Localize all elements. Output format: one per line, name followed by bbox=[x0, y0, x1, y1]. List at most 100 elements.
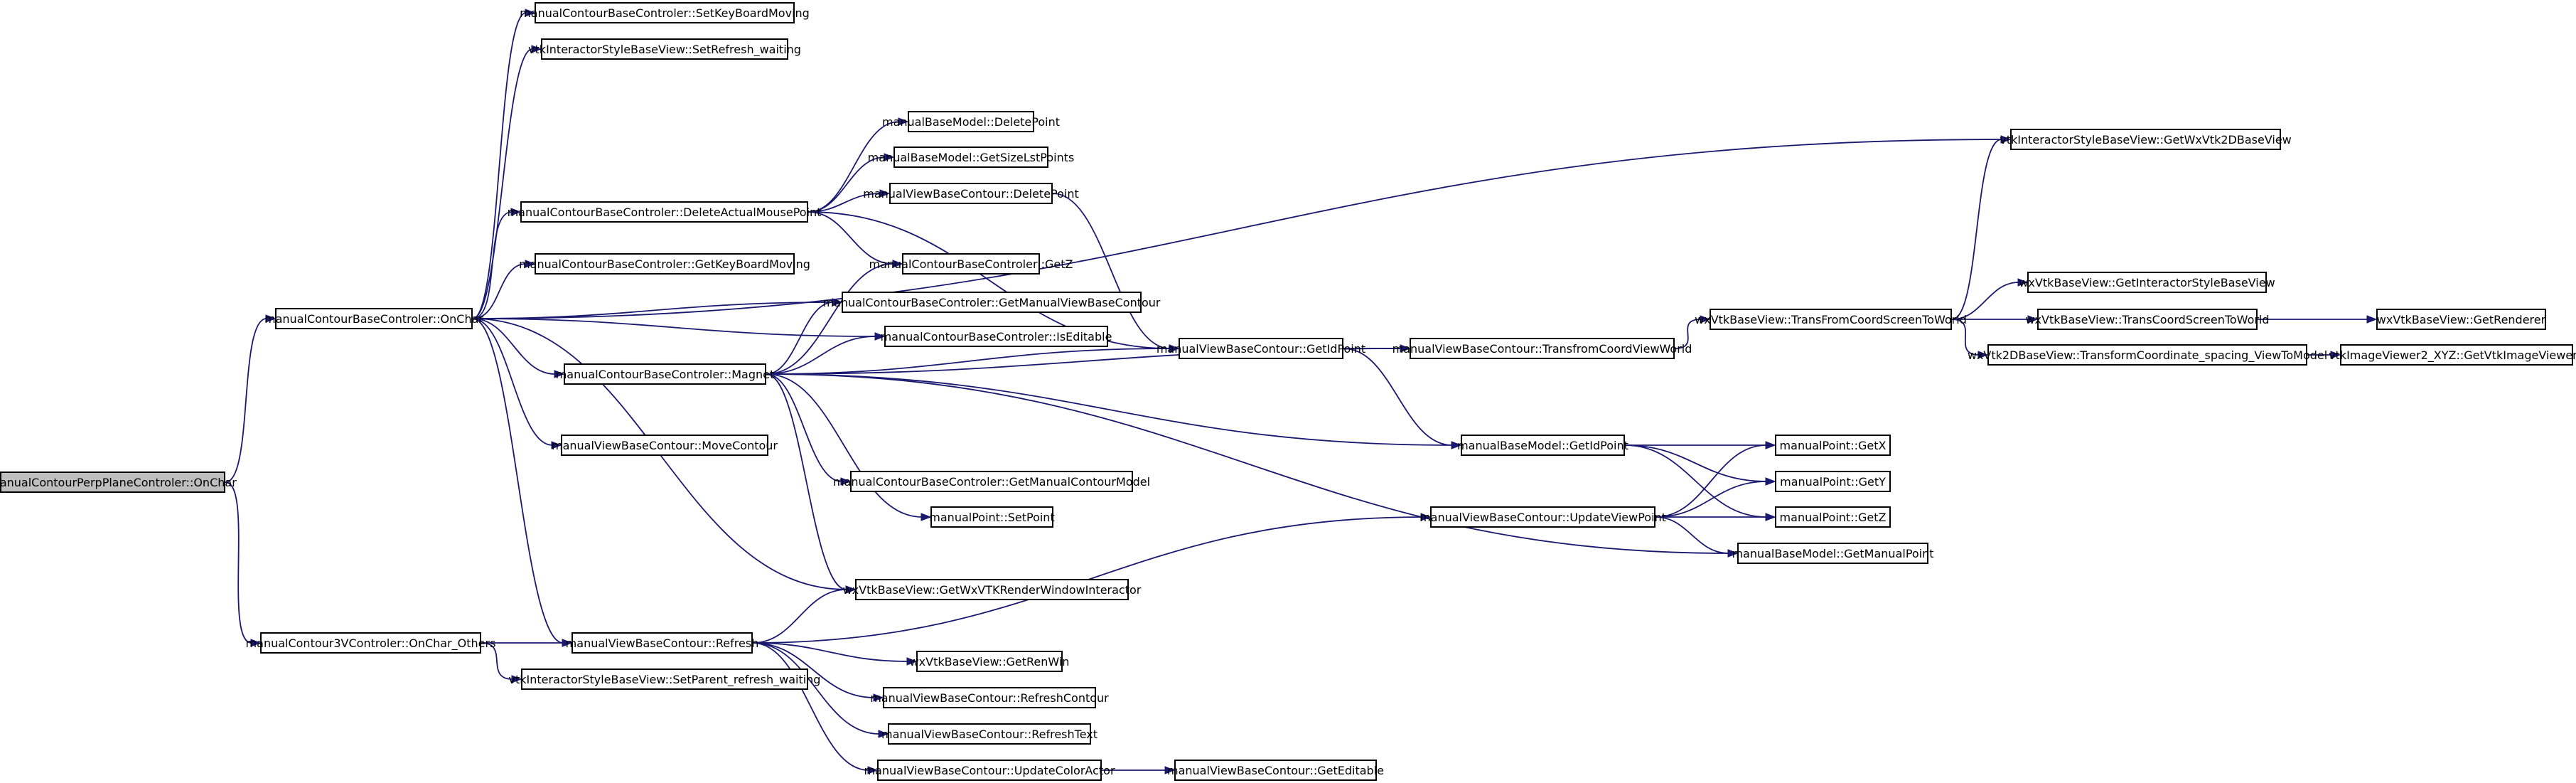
edge-n1-n5 bbox=[472, 135, 2012, 319]
arrow-head bbox=[1765, 513, 1776, 521]
edge-n9-n7 bbox=[807, 153, 895, 213]
arrow-head bbox=[1164, 766, 1176, 774]
arrow-head bbox=[562, 639, 573, 647]
edge-line bbox=[472, 211, 512, 319]
graph-node[interactable]: manualContourBaseControler::GetKeyBoardM… bbox=[519, 253, 810, 275]
arrow-head bbox=[1451, 441, 1462, 449]
edge-line bbox=[472, 263, 527, 319]
graph-node[interactable]: vtkInteractorStyleBaseView::GetWxVtk2DBa… bbox=[2000, 129, 2292, 150]
node-label: manualContourPerpPlaneControler::OnChar bbox=[0, 476, 237, 489]
node-label: manualViewBaseContour::MoveContour bbox=[552, 439, 778, 452]
node-box bbox=[893, 147, 1048, 168]
graph-node[interactable]: manualViewBaseContour::UpdateViewPoint bbox=[1420, 506, 1666, 528]
graph-node[interactable]: manualPoint::GetY bbox=[1775, 471, 1891, 492]
graph-node[interactable]: wxVtkBaseView::GetRenderer bbox=[2376, 309, 2546, 330]
node-label: vtkInteractorStyleBaseView::SetParent_re… bbox=[509, 673, 821, 687]
arrow-head bbox=[879, 189, 891, 198]
root-node[interactable]: manualContourPerpPlaneControler::OnChar bbox=[0, 472, 237, 493]
arrow-head bbox=[874, 332, 886, 341]
graph-node[interactable]: manualContourBaseControler::OnChar bbox=[264, 308, 483, 329]
node-label: manualContourBaseControler::GetManualCon… bbox=[833, 475, 1150, 489]
graph-node[interactable]: manualViewBaseContour::RefreshContour bbox=[870, 687, 1109, 708]
edge-line bbox=[807, 193, 881, 213]
graph-node[interactable]: wxVtkBaseView::GetInteractorStyleBaseVie… bbox=[2019, 272, 2275, 293]
graph-node[interactable]: manualContourBaseControler::DeleteActual… bbox=[508, 201, 822, 223]
node-label: manualViewBaseContour::UpdateViewPoint bbox=[1420, 511, 1666, 524]
node-box bbox=[521, 669, 808, 690]
graph-node[interactable]: manualBaseModel::GetIdPoint bbox=[1457, 435, 1628, 456]
graph-node[interactable]: manualPoint::GetX bbox=[1775, 435, 1891, 456]
graph-node[interactable]: manualViewBaseContour::Refresh bbox=[566, 632, 759, 654]
node-label: manualViewBaseContour::RefreshText bbox=[881, 728, 1098, 741]
graph-node[interactable]: manualViewBaseContour::MoveContour bbox=[552, 435, 778, 456]
arrow-head bbox=[832, 298, 843, 307]
arrow-head bbox=[840, 477, 852, 486]
graph-node[interactable]: wxVtk2DBaseView::TransformCoordinate_spa… bbox=[1968, 344, 2327, 366]
node-label: manualViewBaseContour::GetIdPoint bbox=[1156, 342, 1365, 356]
edge-line bbox=[752, 642, 875, 698]
node-box bbox=[1430, 506, 1655, 528]
graph-node[interactable]: manualViewBaseContour::TransfromCoordVie… bbox=[1392, 338, 1692, 359]
arrow-head bbox=[511, 675, 522, 683]
node-label: vtkInteractorStyleBaseView::SetRefresh_w… bbox=[528, 43, 801, 57]
arrow-head bbox=[921, 513, 932, 521]
graph-node[interactable]: manualViewBaseContour::DeletePoint bbox=[863, 183, 1079, 204]
graph-node[interactable]: vtkImageViewer2_XYZ::GetVtkImageViewer2 bbox=[2329, 344, 2576, 366]
edge-n2-n33 bbox=[481, 639, 573, 647]
graph-node[interactable]: manualPoint::SetPoint bbox=[929, 506, 1055, 528]
edge-line bbox=[1674, 319, 1702, 349]
node-box bbox=[1987, 344, 2307, 366]
node-label: manualBaseModel::GetManualPoint bbox=[1732, 547, 1933, 560]
node-label: manualContourBaseControler::DeleteActual… bbox=[508, 206, 822, 219]
graph-node[interactable]: manualBaseModel::GetSizeLstPoints bbox=[868, 147, 1075, 168]
graph-node[interactable]: wxVtkBaseView::GetWxVTKRenderWindowInter… bbox=[843, 579, 1142, 600]
edge-line bbox=[766, 373, 1453, 446]
graph-node[interactable]: manualContourBaseControler::GetManualVie… bbox=[823, 292, 1161, 313]
edge-line bbox=[472, 139, 2002, 319]
node-box bbox=[1179, 338, 1343, 359]
graph-node[interactable]: wxVtkBaseView::TransCoordScreenToWorld bbox=[2025, 309, 2270, 330]
graph-node[interactable]: wxVtkBaseView::GetRenWin bbox=[910, 651, 1070, 672]
node-box bbox=[2340, 344, 2573, 366]
edge-line bbox=[752, 642, 869, 771]
graph-node[interactable]: manualViewBaseContour::RefreshText bbox=[881, 723, 1098, 745]
graph-node[interactable]: manualBaseModel::DeletePoint bbox=[882, 111, 1060, 132]
graph-node[interactable]: manualContourBaseControler::SetKeyBoardM… bbox=[520, 2, 810, 23]
graph-node[interactable]: manualViewBaseContour::GetIdPoint bbox=[1156, 338, 1365, 359]
edge-line bbox=[766, 373, 847, 590]
edge-n38-n39 bbox=[1101, 766, 1176, 774]
edge-n1-n4 bbox=[472, 45, 542, 319]
graph-node[interactable]: wxVtkBaseView::TransFromCoordScreenToWor… bbox=[1695, 309, 1967, 330]
edge-n33-n38 bbox=[752, 642, 879, 774]
node-box bbox=[2037, 309, 2258, 330]
node-box bbox=[842, 292, 1142, 313]
graph-node[interactable]: manualContourBaseControler::IsEditable bbox=[881, 326, 1112, 347]
arrow-head bbox=[510, 208, 522, 216]
node-box bbox=[883, 687, 1096, 708]
edge-n16-n26 bbox=[766, 373, 852, 486]
graph-node[interactable]: vtkInteractorStyleBaseView::SetParent_re… bbox=[509, 669, 821, 690]
graph-node[interactable]: manualPoint::GetZ bbox=[1775, 506, 1891, 528]
node-label: manualBaseModel::GetIdPoint bbox=[1457, 439, 1628, 452]
node-box bbox=[1410, 338, 1675, 359]
node-label: wxVtkBaseView::TransCoordScreenToWorld bbox=[2025, 313, 2269, 326]
graph-node[interactable]: manualViewBaseContour::GetEditable bbox=[1167, 760, 1384, 781]
edge-line bbox=[752, 642, 880, 735]
arrow-head bbox=[867, 766, 879, 774]
graph-node[interactable]: manualContourBaseControler::Magnet bbox=[556, 363, 775, 385]
graph-node[interactable]: manualViewBaseContour::UpdateColorActor bbox=[864, 760, 1115, 781]
graph-node[interactable]: manualBaseModel::GetManualPoint bbox=[1732, 543, 1934, 564]
edge-line bbox=[766, 373, 1729, 554]
arrow-head bbox=[906, 657, 918, 666]
edge-line bbox=[766, 263, 894, 375]
graph-node[interactable]: manualContourBaseControler::GetZ bbox=[869, 253, 1073, 275]
edge-line bbox=[1624, 444, 1767, 518]
node-label: manualViewBaseContour::TransfromCoordVie… bbox=[1392, 342, 1692, 356]
edge-n16-n31 bbox=[766, 373, 1739, 558]
graph-node[interactable]: manualContourBaseControler::GetManualCon… bbox=[833, 471, 1150, 492]
graph-node[interactable]: vtkInteractorStyleBaseView::SetRefresh_w… bbox=[528, 38, 801, 60]
edge-n17-n5 bbox=[1951, 135, 2012, 320]
edge-n0-n1 bbox=[225, 314, 277, 483]
arrow-head bbox=[892, 260, 903, 268]
graph-node[interactable]: manualContour3VControler::OnChar_Others bbox=[246, 632, 496, 654]
